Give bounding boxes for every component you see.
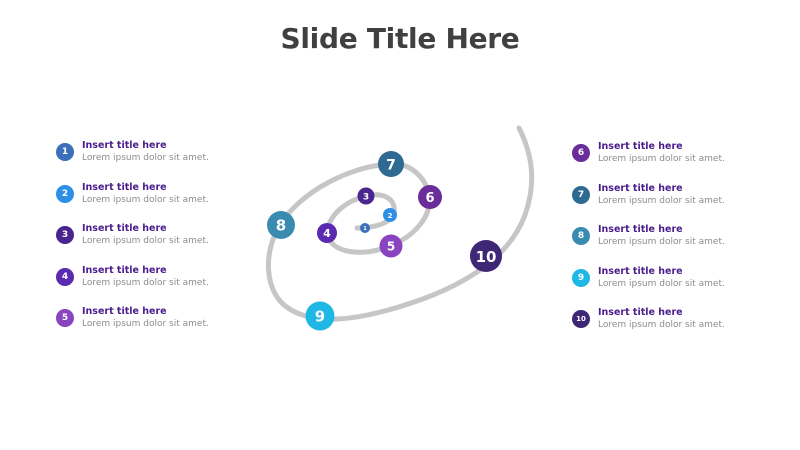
svg-text:8: 8 — [276, 217, 286, 235]
svg-text:1: 1 — [363, 226, 367, 232]
spiral-node-9: 9 — [305, 301, 335, 331]
list-item: 7 Insert title here Lorem ipsum dolor si… — [572, 183, 772, 225]
number-badge: 2 — [56, 184, 74, 203]
spiral-node-2: 2 — [383, 208, 397, 222]
list-item: 5 Insert title here Lorem ipsum dolor si… — [56, 306, 256, 348]
number-badge: 4 — [56, 267, 74, 286]
svg-text:6: 6 — [425, 191, 434, 206]
svg-text:5: 5 — [387, 240, 395, 254]
item-title: Insert title here — [82, 264, 167, 276]
item-title: Insert title here — [598, 141, 683, 152]
item-description: Lorem ipsum dolor sit amet. — [82, 153, 209, 163]
number-badge: 5 — [56, 309, 74, 327]
number-badge: 7 — [572, 185, 590, 204]
number-badge: 6 — [572, 144, 590, 162]
list-item: 10 Insert title here Lorem ipsum dolor s… — [572, 307, 772, 349]
item-title: Insert title here — [598, 265, 683, 277]
item-description: Lorem ipsum dolor sit amet. — [598, 237, 725, 247]
svg-text:10: 10 — [476, 248, 497, 266]
list-item: 2 Insert title here Lorem ipsum dolor si… — [56, 182, 256, 224]
item-title: Insert title here — [598, 307, 683, 318]
list-item: 1 Insert title here Lorem ipsum dolor si… — [56, 140, 256, 182]
number-badge: 9 — [572, 268, 590, 287]
svg-text:7: 7 — [386, 158, 396, 174]
svg-text:9: 9 — [315, 308, 325, 326]
spiral-node-3: 3 — [357, 187, 375, 205]
svg-text:3: 3 — [363, 193, 369, 203]
item-description: Lorem ipsum dolor sit amet. — [82, 194, 209, 205]
item-title: Insert title here — [598, 224, 683, 235]
svg-text:4: 4 — [323, 227, 331, 240]
spiral-node-8: 8 — [267, 211, 295, 239]
number-badge: 1 — [56, 143, 74, 161]
item-title: Insert title here — [82, 306, 167, 317]
list-item: 9 Insert title here Lorem ipsum dolor si… — [572, 266, 772, 308]
list-item: 6 Insert title here Lorem ipsum dolor si… — [572, 141, 772, 183]
item-title: Insert title here — [598, 182, 683, 194]
list-item: 3 Insert title here Lorem ipsum dolor si… — [56, 223, 256, 265]
number-badge: 8 — [572, 227, 590, 245]
spiral-node-6: 6 — [418, 185, 442, 209]
item-description: Lorem ipsum dolor sit amet. — [598, 195, 725, 206]
number-badge: 3 — [56, 226, 74, 244]
item-description: Lorem ipsum dolor sit amet. — [82, 236, 209, 246]
spiral-node-5: 5 — [379, 234, 403, 258]
left-item-list: 1 Insert title here Lorem ipsum dolor si… — [56, 140, 256, 348]
slide-title: Slide Title Here — [280, 22, 520, 55]
item-title: Insert title here — [82, 223, 167, 234]
item-description: Lorem ipsum dolor sit amet. — [82, 277, 209, 288]
list-item: 8 Insert title here Lorem ipsum dolor si… — [572, 224, 772, 266]
item-description: Lorem ipsum dolor sit amet. — [82, 319, 209, 329]
spiral-node-4: 4 — [317, 223, 337, 243]
item-description: Lorem ipsum dolor sit amet. — [598, 278, 725, 289]
item-description: Lorem ipsum dolor sit amet. — [598, 154, 725, 164]
spiral-node-1: 1 — [360, 223, 370, 233]
number-badge: 10 — [572, 310, 590, 328]
right-item-list: 6 Insert title here Lorem ipsum dolor si… — [572, 141, 772, 349]
item-description: Lorem ipsum dolor sit amet. — [598, 320, 725, 330]
spiral-node-10: 10 — [470, 240, 502, 272]
item-title: Insert title here — [82, 181, 167, 193]
item-title: Insert title here — [82, 140, 167, 151]
spiral-node-7: 7 — [378, 151, 404, 177]
list-item: 4 Insert title here Lorem ipsum dolor si… — [56, 265, 256, 307]
svg-text:2: 2 — [388, 212, 393, 220]
